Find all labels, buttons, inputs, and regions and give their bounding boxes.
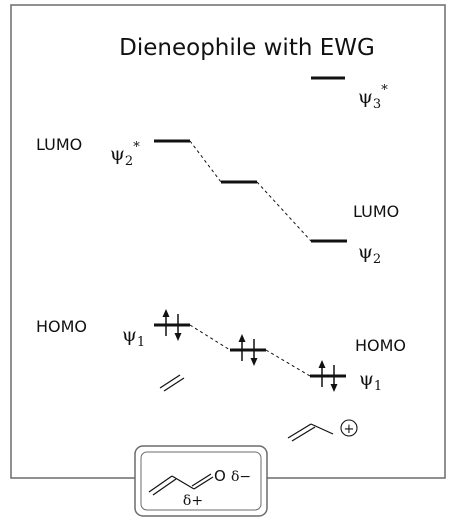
left-psi2-label: ψ2* <box>110 140 140 169</box>
right-homo-label: HOMO <box>355 336 406 355</box>
lumo-correlation-dashes-2 <box>256 181 312 242</box>
right-psi2-label: ψ2 <box>358 241 381 267</box>
middle-homo-electron-pair <box>238 334 258 366</box>
acrolein-structure <box>148 473 214 496</box>
svg-text:+: + <box>344 422 355 437</box>
acrolein-delta-minus: δ− <box>231 469 251 485</box>
diagram-title: Dieneophile with EWG <box>119 35 375 61</box>
right-psi3-label: ψ3* <box>358 83 388 112</box>
left-lumo-label: LUMO <box>36 135 82 154</box>
homo-correlation-dashes-1 <box>189 324 231 351</box>
right-lumo-label: LUMO <box>353 202 399 221</box>
positive-charge-icon: + <box>340 419 358 437</box>
acrolein-oxygen: O <box>214 467 226 485</box>
ethylene-structure <box>159 374 185 392</box>
homo-correlation-dashes-2 <box>265 349 311 377</box>
diagram-frame <box>10 4 446 479</box>
acrolein-box-inner <box>140 451 262 511</box>
right-homo-electron-pair <box>318 360 338 392</box>
right-psi1-label: ψ1 <box>359 368 382 394</box>
acrolein-delta-plus: δ+ <box>183 493 203 509</box>
lumo-correlation-dashes-1 <box>189 140 222 183</box>
allyl-cation-structure <box>287 423 334 442</box>
left-psi1-label: ψ1 <box>122 324 145 350</box>
left-homo-label: HOMO <box>36 317 87 336</box>
left-homo-electron-pair <box>162 309 182 341</box>
